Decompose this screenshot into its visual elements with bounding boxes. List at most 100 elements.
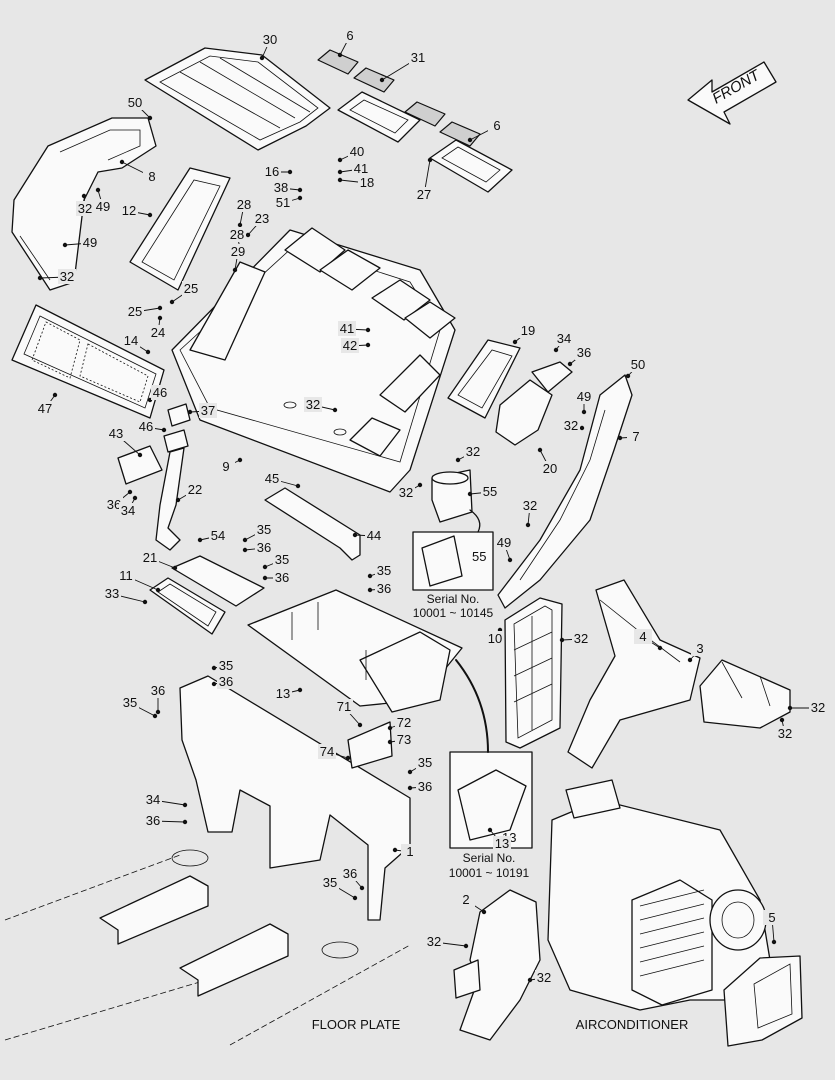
part-22-duct-hose xyxy=(117,403,191,551)
callout-fastener xyxy=(237,222,243,228)
callout-part-number: 8 xyxy=(148,169,155,184)
callout-part-number: 10 xyxy=(488,631,502,646)
callout-fastener xyxy=(407,785,413,791)
callout-label-bg xyxy=(321,875,339,890)
callout-part-number: 35 xyxy=(323,875,337,890)
callout-fastener xyxy=(687,657,693,663)
callout-part-number: 3 xyxy=(696,641,703,656)
callout-label-bg xyxy=(121,695,139,710)
callout-label-bg xyxy=(457,892,475,907)
callout-part-number: 43 xyxy=(109,426,123,441)
callout-part-number: 32 xyxy=(523,498,537,513)
callout-part-number: 16 xyxy=(265,164,279,179)
callout-fastener xyxy=(262,575,268,581)
callout-fastener xyxy=(137,452,143,458)
part-7-right-pillar-trim xyxy=(497,374,633,609)
part-19-cover xyxy=(447,339,521,419)
callout-label-bg xyxy=(358,175,376,190)
callout-fastener xyxy=(237,457,243,463)
callout-label-bg xyxy=(235,197,253,212)
callout-part-number: 19 xyxy=(521,323,535,338)
callout-part-number: 37 xyxy=(201,403,215,418)
callout-label-bg xyxy=(335,699,353,714)
callout-part-number: 25 xyxy=(128,304,142,319)
callout-label-bg xyxy=(144,813,162,828)
callout-fastener xyxy=(352,532,358,538)
svg-text:10001 ~ 10191: 10001 ~ 10191 xyxy=(449,866,530,880)
callout-label-bg xyxy=(409,50,427,65)
callout-fastener xyxy=(62,242,68,248)
callout-label-bg xyxy=(365,528,383,543)
callout-label-bg xyxy=(809,700,827,715)
callout-fastener xyxy=(407,769,413,775)
callout-label-bg xyxy=(94,199,112,214)
callout-label-bg xyxy=(217,674,235,689)
callout-fastener xyxy=(262,564,268,570)
callout-part-number: 25 xyxy=(184,281,198,296)
callout-label-bg xyxy=(401,844,419,859)
callout-label-bg xyxy=(273,570,291,585)
callout-fastener xyxy=(211,681,217,687)
floor-plate xyxy=(4,849,411,1046)
callout-fastener xyxy=(52,392,58,398)
inset-13-detail: 13 Serial No. 10001 ~ 10191 xyxy=(449,659,533,880)
callout-part-number: 36 xyxy=(219,674,233,689)
callout-label-bg xyxy=(182,281,200,296)
callout-fastener xyxy=(507,557,513,563)
callout-part-number: 32 xyxy=(564,418,578,433)
callout-part-number: 31 xyxy=(411,50,425,65)
callout-label-bg xyxy=(149,683,167,698)
callout-label-bg xyxy=(486,631,504,646)
callout-label-bg xyxy=(217,658,235,673)
callout-fastener xyxy=(787,705,793,711)
callout-part-number: 51 xyxy=(276,195,290,210)
callout-fastener xyxy=(625,373,631,379)
callout-part-number: 34 xyxy=(557,331,571,346)
callout-part-number: 22 xyxy=(188,482,202,497)
callout-part-number: 5 xyxy=(768,910,775,925)
callout-part-number: 35 xyxy=(418,755,432,770)
callout-fastener xyxy=(392,847,398,853)
callout-fastener xyxy=(95,187,101,193)
callout-label-bg xyxy=(36,401,54,416)
callout-fastener xyxy=(161,427,167,433)
callout-label-bg xyxy=(272,180,290,195)
callout-label-bg xyxy=(634,629,652,644)
inset-55-detail: 55 Serial No. 10001 ~ 10145 xyxy=(412,509,494,620)
callout-label-bg xyxy=(126,95,144,110)
callout-part-number: 30 xyxy=(263,32,277,47)
callout-fastener xyxy=(365,327,371,333)
callout-part-number: 54 xyxy=(211,528,225,543)
callout-label-bg xyxy=(341,866,359,881)
callout-label-bg xyxy=(141,550,159,565)
callout-part-number: 13 xyxy=(276,686,290,701)
callout-part-number: 47 xyxy=(38,401,52,416)
callout-fastener xyxy=(147,212,153,218)
callout-label-bg xyxy=(341,28,359,43)
callout-part-number: 41 xyxy=(354,161,368,176)
callout-fastener xyxy=(152,713,158,719)
callout-label-bg xyxy=(144,792,162,807)
airconditioner-unit xyxy=(547,779,771,1011)
callout-part-number: 35 xyxy=(275,552,289,567)
callout-label-bg xyxy=(209,528,227,543)
callout-part-number: 21 xyxy=(143,550,157,565)
callout-part-number: 9 xyxy=(222,459,229,474)
callout-label-bg xyxy=(416,779,434,794)
callout-fastener xyxy=(297,187,303,193)
part-3-vent-duct xyxy=(699,659,791,729)
callout-fastener xyxy=(559,637,565,643)
callout-part-number: 36 xyxy=(418,779,432,794)
callout-part-number: 13 xyxy=(495,836,509,851)
callout-fastener xyxy=(365,342,371,348)
callout-label-bg xyxy=(519,323,537,338)
callout-label-bg xyxy=(273,552,291,567)
part-13-floor-frame xyxy=(247,589,463,713)
callout-fastener xyxy=(259,55,265,61)
callout-label-bg xyxy=(304,397,322,412)
callout-part-number: 34 xyxy=(146,792,160,807)
callout-fastener xyxy=(357,722,363,728)
callout-part-number: 35 xyxy=(123,695,137,710)
callout-label-bg xyxy=(186,482,204,497)
callout-fastener xyxy=(455,457,461,463)
